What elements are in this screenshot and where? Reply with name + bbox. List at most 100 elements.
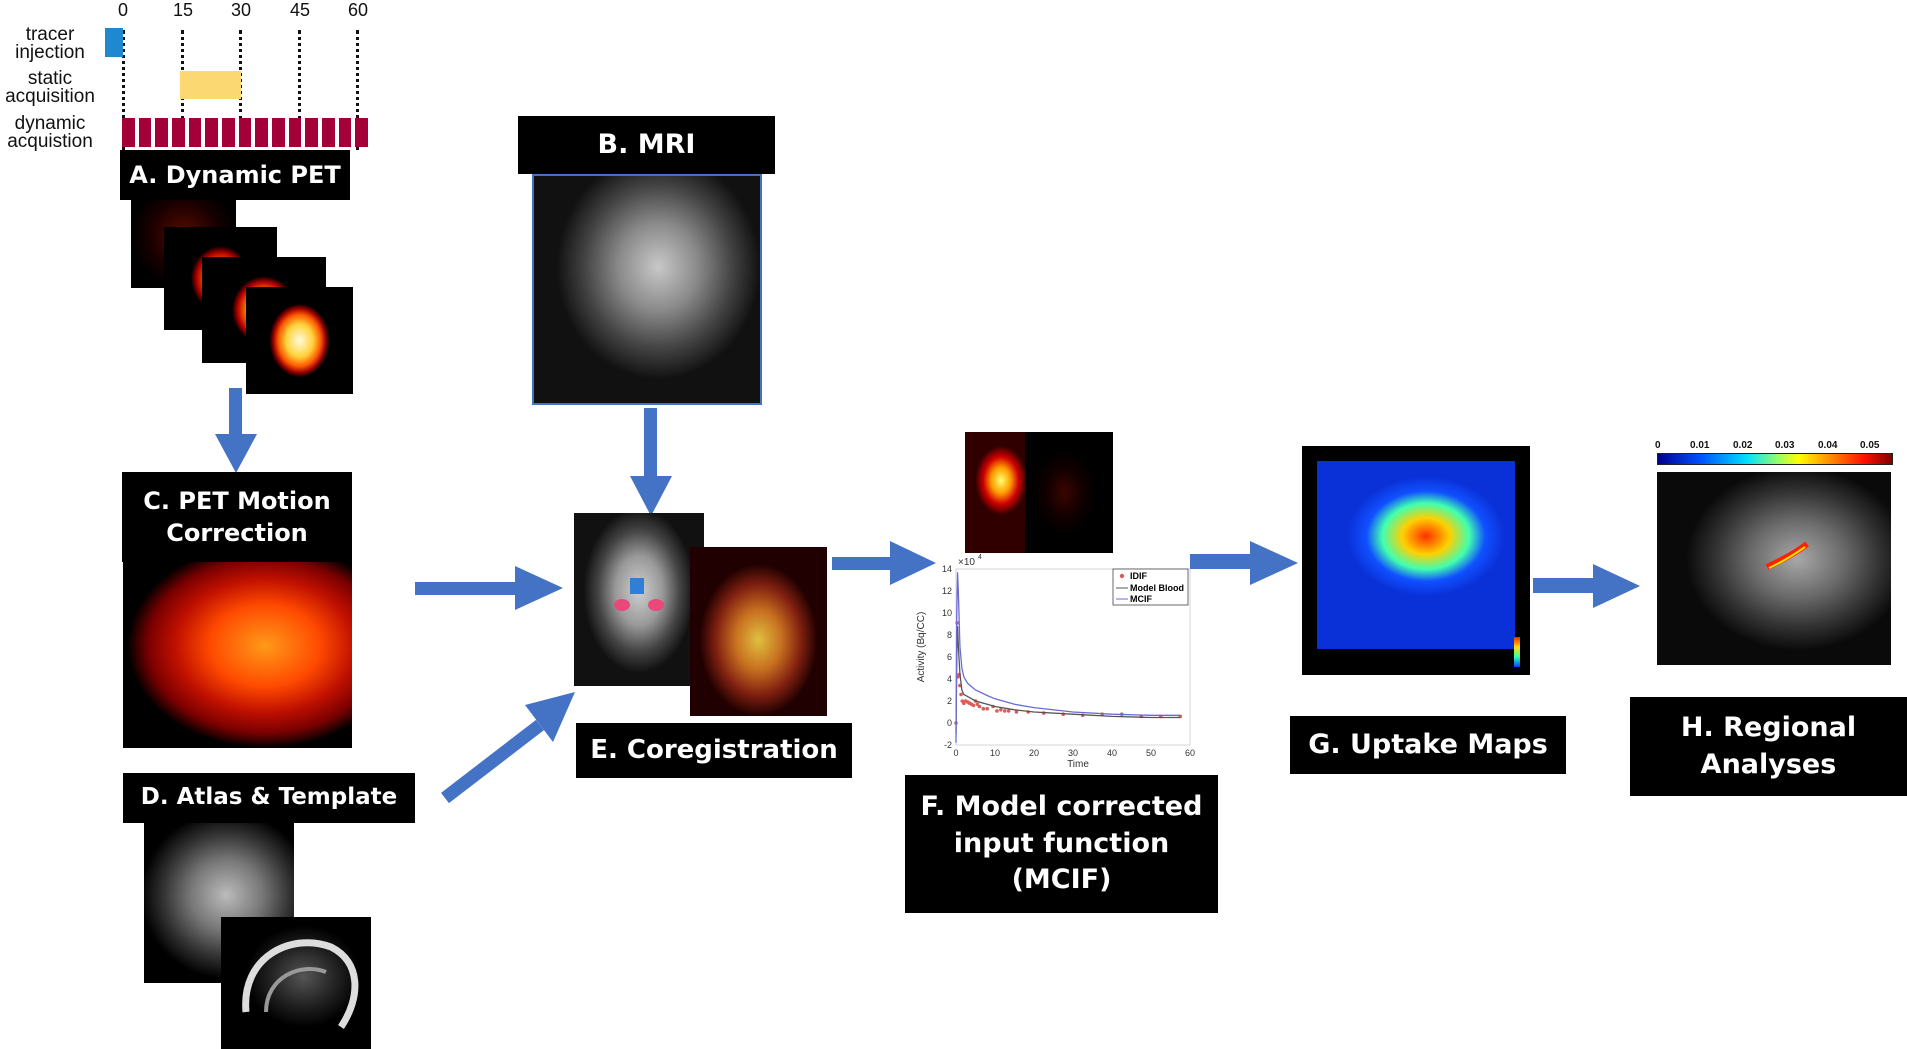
legend-label-mcif: MCIF [1130, 594, 1152, 604]
dynamic-frame [288, 118, 302, 147]
row-label-static-acquisition: static acquisition [0, 69, 100, 107]
step-f-label-line2: input function [953, 827, 1170, 859]
idif-point [981, 706, 986, 711]
idif-point [995, 709, 999, 713]
timeline-tick-30: 30 [230, 0, 252, 20]
legend-label-idif: IDIF [1130, 571, 1148, 581]
y-axis-title: Activity (Bq/CC) [916, 612, 927, 683]
row-label-line: dynamic [14, 113, 86, 134]
x-tick-label: 50 [1146, 748, 1156, 758]
arrow-a-to-c [215, 388, 257, 473]
step-c-label-line2: Correction [166, 519, 308, 547]
x-tick-label: 30 [1068, 748, 1078, 758]
atlas-segmentation-outline [242, 939, 359, 1029]
timeline-tick-0: 0 [117, 0, 129, 20]
idif-point [959, 692, 963, 697]
step-h-label-line2: Analyses [1700, 748, 1837, 780]
step-a-label: A. Dynamic PET [120, 150, 350, 200]
timeline-tick-60: 60 [347, 0, 369, 20]
arrow-d-to-e [441, 692, 575, 804]
pet-frame-image [246, 287, 353, 394]
step-h-label: H. Regional Analyses [1630, 697, 1907, 796]
y-tick-label: 0 [947, 718, 952, 728]
uptake-map-image [1302, 446, 1530, 675]
colorbar-tick: 0.01 [1690, 440, 1710, 451]
row-label-line: acquistion [7, 131, 93, 152]
coregistration-coronal-image [574, 513, 704, 686]
y-tick-label: 4 [947, 674, 952, 684]
y-multiplier-exponent: 4 [978, 554, 982, 561]
idif-point [1014, 710, 1019, 714]
atlas-segmentation-image [221, 917, 371, 1049]
arrow-e-to-f [832, 541, 936, 585]
colorbar-gradient [1657, 453, 1893, 465]
dynamic-frame [188, 118, 202, 147]
step-c-label: C. PET Motion Correction [122, 472, 352, 562]
dynamic-frame [322, 118, 335, 147]
series-line-model-blood [955, 626, 1181, 735]
uptake-map-brain [1317, 461, 1515, 649]
dynamic-frame [122, 118, 135, 147]
step-e-label: E. Coregistration [576, 723, 852, 778]
dynamic-frame [338, 118, 352, 147]
legend-marker-idif [1119, 573, 1125, 579]
row-label-tracer-injection: tracer injection [0, 24, 100, 63]
chart-legend: IDIF Model Blood MCIF [1112, 568, 1189, 606]
dynamic-frame [172, 118, 185, 147]
x-tick-label: 10 [990, 748, 1000, 758]
dynamic-acquisition-frames [122, 118, 369, 147]
x-tick-label: 20 [1029, 748, 1039, 758]
row-label-dynamic-acquisition: dynamic acquistion [0, 113, 100, 152]
x-tick-label: 0 [953, 748, 958, 758]
y-tick-label: 14 [942, 564, 952, 574]
dynamic-frame [355, 118, 369, 147]
y-tick-label: 10 [942, 608, 952, 618]
arrow-c-to-e [415, 566, 563, 610]
step-f-label-line1: F. Model corrected [920, 791, 1203, 823]
step-d-label: D. Atlas & Template [123, 773, 415, 823]
timeline-gridline [298, 30, 301, 120]
dynamic-frame [255, 118, 269, 147]
dynamic-frame [138, 118, 152, 147]
idif-roi-image [1025, 432, 1113, 553]
idif-point [977, 704, 982, 709]
step-g-label: G. Uptake Maps [1290, 716, 1566, 774]
dynamic-frame [238, 118, 252, 147]
regional-overlay [1765, 541, 1809, 570]
timeline-gridline [356, 30, 359, 150]
row-label-line: acquisition [5, 86, 95, 107]
colorbar-tick: 0.04 [1818, 440, 1838, 451]
step-b-label: B. MRI [518, 116, 775, 174]
x-axis-title: Time [1067, 759, 1089, 770]
x-tick-label: 40 [1107, 748, 1117, 758]
row-label-line: tracer [25, 24, 75, 45]
dynamic-frame [205, 118, 219, 147]
y-tick-label: 2 [947, 696, 952, 706]
static-acquisition-bar [180, 71, 241, 99]
colorbar-tick: 0.05 [1860, 440, 1880, 451]
colorbar-tick: 0.03 [1775, 440, 1795, 451]
idif-point [1006, 709, 1011, 713]
arrow-b-to-e [630, 408, 672, 516]
series-line-mcif [955, 572, 1181, 743]
row-label-line: injection [15, 42, 85, 63]
dynamic-frame [155, 118, 169, 147]
pet-motion-corrected-image [123, 562, 352, 748]
colorbar-tick: 0 [1655, 440, 1661, 451]
atlas-roi-overlay [614, 578, 664, 611]
arrow-f-to-g [1190, 541, 1298, 585]
colorbar-tick: 0.02 [1733, 440, 1753, 451]
idif-point [1002, 709, 1007, 713]
tracer-injection-bar [105, 28, 123, 57]
colorbar-tick-labels: 0 0.01 0.02 0.03 0.04 0.05 [1655, 440, 1895, 454]
step-f-label: F. Model corrected input function (MCIF) [905, 775, 1218, 913]
mri-image [532, 174, 762, 405]
y-multiplier-label: ×10 [958, 557, 975, 568]
coregistration-axial-image [690, 547, 827, 716]
idif-point [985, 706, 989, 711]
idif-point [971, 703, 976, 708]
dynamic-frame [222, 118, 235, 147]
timeline-tick-45: 45 [289, 0, 311, 20]
y-tick-label: 6 [947, 652, 952, 662]
